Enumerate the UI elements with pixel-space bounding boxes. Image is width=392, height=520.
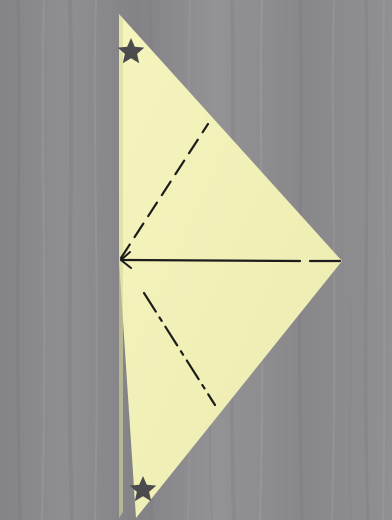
paper-left-edge-shadow	[119, 14, 123, 518]
